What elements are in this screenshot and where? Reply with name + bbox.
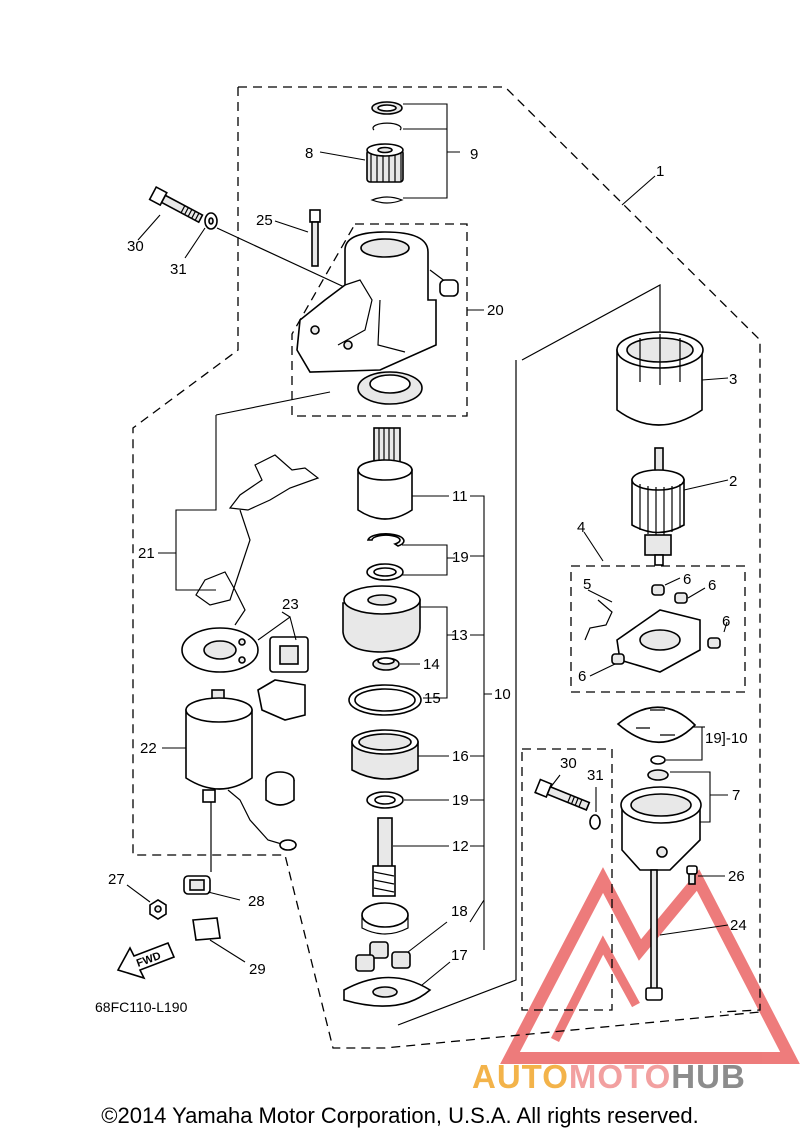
part-25-through-bolt: [309, 209, 321, 267]
part-23-gasket-plate: [181, 627, 259, 673]
callout-4: 4: [577, 519, 585, 536]
part-15-gasket-ring: [348, 684, 422, 716]
callout-6d: 6: [578, 668, 586, 685]
copyright-notice: ©2014 Yamaha Motor Corporation, U.S.A. A…: [101, 1103, 699, 1128]
part-20-front-housing: [296, 231, 459, 373]
callout-26: 26: [728, 868, 745, 885]
part-30-bolt-upper: [148, 186, 204, 224]
callout-31a: 31: [170, 261, 187, 278]
part-19-washer-lower: [366, 791, 404, 809]
callout-14: 14: [423, 656, 440, 673]
callout-labels: 1 2 3 4 5 6 6 6 6 7 8 9 10 19]-10 11 12 …: [108, 145, 748, 978]
callout-19b: 19: [452, 792, 469, 809]
part-12-planet-shaft: [361, 817, 409, 935]
callout-31b: 31: [587, 767, 604, 784]
part-14-bushing: [372, 657, 400, 671]
callout-24: 24: [730, 917, 747, 934]
callout-17: 17: [451, 947, 468, 964]
callout-22: 22: [140, 740, 157, 757]
part-22-starter-relay: [185, 689, 297, 872]
part-2-armature: [631, 447, 685, 566]
part-31-washer-upper: [204, 212, 218, 230]
part-20-bearing: [357, 371, 423, 405]
diagram-code: 68FC110-L190: [95, 999, 188, 1015]
callout-11: 11: [452, 488, 468, 505]
callout-6c: 6: [722, 613, 730, 630]
callout-5: 5: [583, 576, 591, 593]
callout-30a: 30: [127, 238, 144, 255]
part-16-internal-gear: [351, 729, 419, 780]
watermark-logo-triangle: [500, 867, 800, 1064]
callout-28: 28: [248, 893, 265, 910]
fwd-direction-arrow: FWD: [116, 941, 176, 980]
part-23-insulator: [257, 636, 309, 721]
part-19-o-ring: [650, 755, 666, 765]
callout-23: 23: [282, 596, 299, 613]
part-27-nut: [149, 899, 167, 920]
assembly-boundary-1: [132, 86, 761, 1049]
callout-25: 25: [256, 212, 273, 229]
callout-16: 16: [452, 748, 469, 765]
part-3-yoke-housing: [616, 331, 704, 426]
callout-12: 12: [452, 838, 469, 855]
part-24-through-bolt: [645, 869, 663, 1001]
callout-30b: 30: [560, 755, 577, 772]
part-28-terminal-clamp: [183, 875, 211, 895]
part-8-pinion-gear: [366, 143, 404, 183]
callout-10a: 10: [494, 686, 511, 703]
callout-8: 8: [305, 145, 313, 162]
callout-27: 27: [108, 871, 125, 888]
part-13-stationary-gear: [342, 585, 421, 653]
part-11-pinion-shaft: [357, 427, 413, 520]
watermark-brand-text: AUTOMOTOHUB: [472, 1058, 746, 1096]
part-30-bolt-lower: [534, 778, 591, 811]
watermark-part-2: MOTO: [568, 1058, 672, 1095]
callout-21: 21: [138, 545, 155, 562]
callout-18: 18: [451, 903, 468, 920]
part-19-circlip: [366, 533, 405, 581]
part-19-brush-plate: [616, 706, 697, 744]
assembly-boundary-lower-right: [521, 748, 613, 1011]
part-31-washer-lower: [589, 814, 601, 830]
callout-10b: 19]-10: [705, 730, 748, 747]
callout-20: 20: [487, 302, 504, 319]
callout-1: 1: [656, 163, 664, 180]
part-22-boot-cap: [265, 771, 295, 806]
part-9-clip-ring-spring-set: [370, 101, 404, 204]
callout-19a: 19: [452, 549, 469, 566]
callout-7: 7: [732, 787, 740, 804]
assembly-boundary-20: [291, 223, 468, 417]
assembly-boundary-4: [570, 565, 746, 693]
callout-6b: 6: [708, 577, 716, 594]
watermark-part-3: HUB: [671, 1058, 746, 1095]
part-29-cap: [192, 917, 221, 941]
watermark-part-1: AUTO: [472, 1058, 569, 1095]
part-17-plate: [343, 976, 432, 1007]
callout-6a: 6: [683, 571, 691, 588]
callout-3: 3: [729, 371, 737, 388]
callout-15: 15: [424, 690, 441, 707]
callout-29: 29: [249, 961, 266, 978]
part-18-planet-gears: [355, 941, 411, 972]
part-26-screw: [686, 865, 698, 885]
part-21-starter-bracket: [195, 454, 320, 626]
part-4-brush-holder: [584, 584, 721, 673]
part-7-rear-cover: [620, 769, 702, 871]
callout-2: 2: [729, 473, 737, 490]
callout-9: 9: [470, 146, 478, 163]
callout-13: 13: [451, 627, 468, 644]
